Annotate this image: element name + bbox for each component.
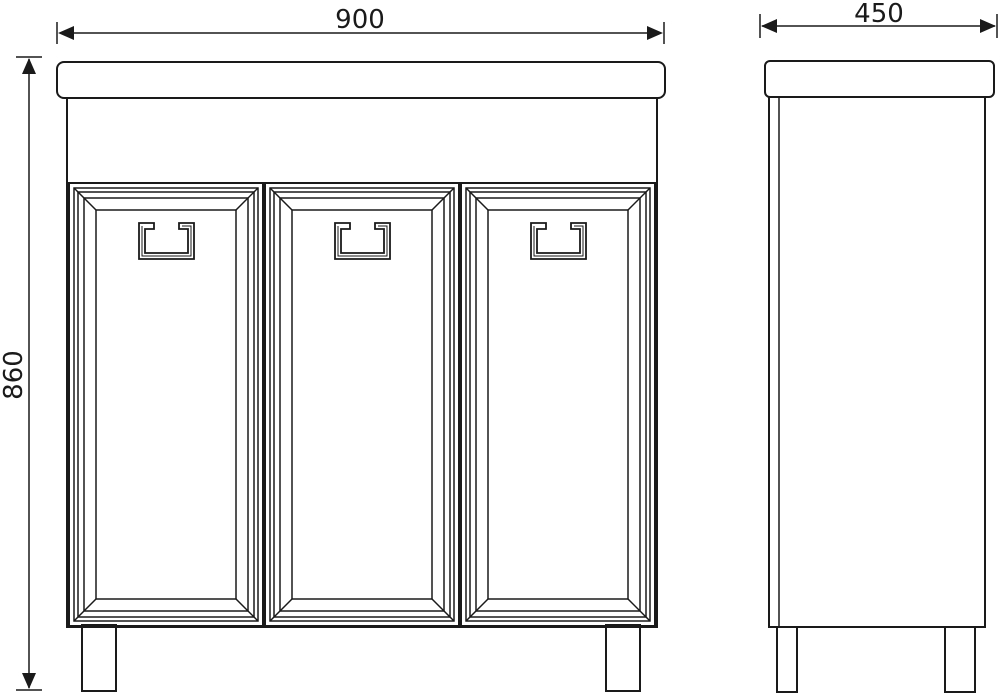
front-basin-top <box>56 61 666 99</box>
door-3-frame-0 <box>460 182 656 627</box>
door-3-frame-2 <box>469 191 647 618</box>
door-2-frame-3 <box>279 197 445 612</box>
side-basin-top <box>764 60 995 98</box>
door-2-frame-4 <box>291 209 433 600</box>
door-1-bevel-0 <box>73 187 97 211</box>
side-cabinet-body <box>768 96 986 628</box>
height-dimension: 860 <box>0 56 42 691</box>
width-label: 900 <box>335 5 385 35</box>
door-2-bevel-1 <box>431 187 455 211</box>
door-2-bevel-2 <box>269 598 293 622</box>
depth-label: 450 <box>854 0 904 29</box>
door-2-frame-1 <box>269 187 455 622</box>
door-1-bevel-1 <box>235 187 259 211</box>
side-leg-back <box>944 626 976 693</box>
door-1-frame-2 <box>77 191 255 618</box>
door-2-bevel-3 <box>431 598 455 622</box>
door-3-handle-inner-line <box>533 225 584 257</box>
height-label: 860 <box>0 350 29 400</box>
door-3-bevel-0 <box>465 187 489 211</box>
door-1-handle-icon <box>138 222 195 260</box>
side-view <box>764 60 995 693</box>
door-2-frame-2 <box>273 191 451 618</box>
depth-dimension: 450 <box>759 0 998 38</box>
door-2-frame-0 <box>264 182 460 627</box>
door-1-frame-3 <box>83 197 249 612</box>
door-3-handle-icon <box>530 222 587 260</box>
door-2-handle-inner-line <box>337 225 388 257</box>
height-arrow-top <box>22 58 36 74</box>
door-3-bevel-3 <box>627 598 651 622</box>
door-3-frame-3 <box>475 197 641 612</box>
door-2-handle-icon <box>334 222 391 260</box>
side-leg-front <box>776 626 798 693</box>
height-arrow-bottom <box>22 673 36 689</box>
door-2-bevel-0 <box>269 187 293 211</box>
door-3-frame-4 <box>487 209 629 600</box>
width-arrow-right <box>647 26 663 40</box>
door-1-bevel-3 <box>235 598 259 622</box>
door-3-bevel-1 <box>627 187 651 211</box>
depth-arrow-left <box>761 19 777 33</box>
depth-arrow-right <box>980 19 996 33</box>
door-3-frame-1 <box>465 187 651 622</box>
front-cabinet-body <box>66 96 658 628</box>
front-doors <box>68 182 656 627</box>
front-leg-left <box>81 624 117 692</box>
door-1-frame-1 <box>73 187 259 622</box>
door-1-frame-4 <box>95 209 237 600</box>
door-1-handle-inner-line <box>141 225 192 257</box>
width-arrow-left <box>58 26 74 40</box>
width-dimension: 900 <box>56 5 665 44</box>
door-1-frame-0 <box>68 182 264 627</box>
door-1-bevel-2 <box>73 598 97 622</box>
front-leg-right <box>605 624 641 692</box>
front-view <box>56 61 666 692</box>
door-3-bevel-2 <box>465 598 489 622</box>
